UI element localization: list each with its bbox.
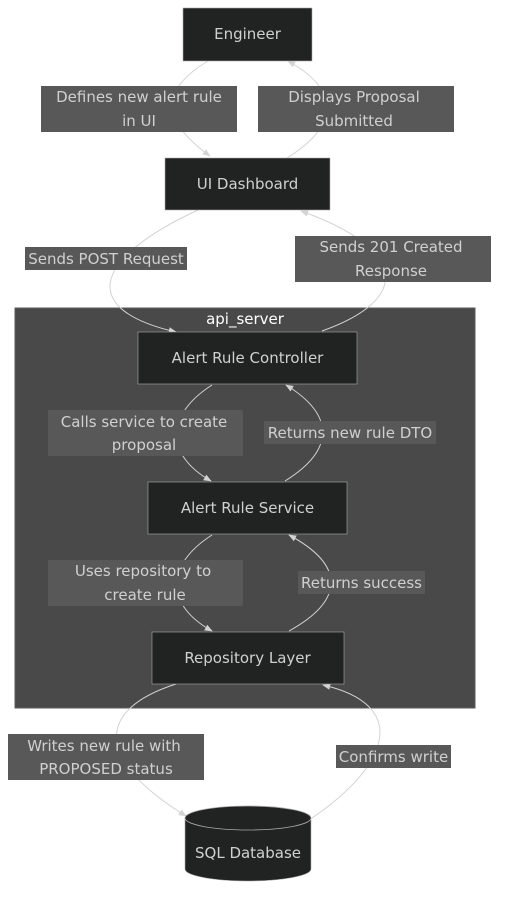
edge-label-returns-dto-line1: Returns new rule DTO	[268, 424, 433, 442]
edge-label-defines: Defines new alert rule in UI	[41, 86, 237, 132]
api-server-cluster-label: api_server	[206, 310, 285, 329]
node-ui-dashboard-label: UI Dashboard	[197, 175, 299, 193]
node-sql-database-label: SQL Database	[195, 844, 301, 862]
edge-label-displays-line1: Displays Proposal	[288, 88, 420, 106]
edge-label-uses-repo-line1: Uses repository to	[75, 562, 211, 580]
node-engineer: Engineer	[182, 7, 313, 62]
node-engineer-label: Engineer	[214, 25, 282, 43]
edge-label-uses-repo-line2: create rule	[104, 586, 185, 604]
edge-database-to-repository	[311, 683, 381, 819]
node-alert-rule-service-label: Alert Rule Service	[181, 499, 314, 517]
edge-label-confirms-line1: Confirms write	[339, 748, 448, 766]
edge-label-confirms: Confirms write	[336, 745, 451, 768]
edge-label-returns-success-line1: Returns success	[301, 574, 422, 592]
edge-label-created-line1: Sends 201 Created	[319, 238, 462, 256]
edge-label-post: Sends POST Request	[25, 247, 187, 270]
edge-label-calls: Calls service to create proposal	[48, 410, 243, 456]
database-cylinder-top	[184, 805, 312, 831]
edge-label-returns-success: Returns success	[298, 571, 425, 594]
edge-label-displays-line2: Submitted	[315, 112, 393, 130]
edge-label-defines-line2: in UI	[122, 112, 156, 130]
node-repository-layer: Repository Layer	[151, 631, 345, 685]
edge-ui-to-controller	[109, 209, 199, 334]
node-repository-layer-label: Repository Layer	[184, 649, 311, 667]
edge-label-calls-line1: Calls service to create	[61, 413, 228, 431]
node-alert-rule-controller-label: Alert Rule Controller	[172, 349, 325, 367]
node-ui-dashboard: UI Dashboard	[164, 157, 331, 211]
node-alert-rule-controller: Alert Rule Controller	[137, 331, 358, 385]
edge-label-writes-line2: PROPOSED status	[39, 760, 173, 778]
edge-label-created-line2: Response	[355, 262, 427, 280]
database-cylinder-body	[184, 818, 312, 882]
edge-label-calls-line2: proposal	[112, 436, 176, 454]
edge-label-writes: Writes new rule with PROPOSED status	[8, 734, 204, 780]
edge-label-defines-line1: Defines new alert rule	[56, 88, 222, 106]
edge-label-writes-line1: Writes new rule with	[27, 737, 181, 755]
edge-label-created: Sends 201 Created Response	[295, 236, 491, 282]
node-alert-rule-service: Alert Rule Service	[147, 481, 348, 535]
node-sql-database: SQL Database	[184, 805, 312, 882]
edge-label-displays: Displays Proposal Submitted	[258, 86, 454, 132]
edge-label-returns-dto: Returns new rule DTO	[264, 421, 436, 444]
edge-label-uses-repo: Uses repository to create rule	[48, 560, 243, 606]
edge-label-post-line1: Sends POST Request	[28, 250, 184, 268]
